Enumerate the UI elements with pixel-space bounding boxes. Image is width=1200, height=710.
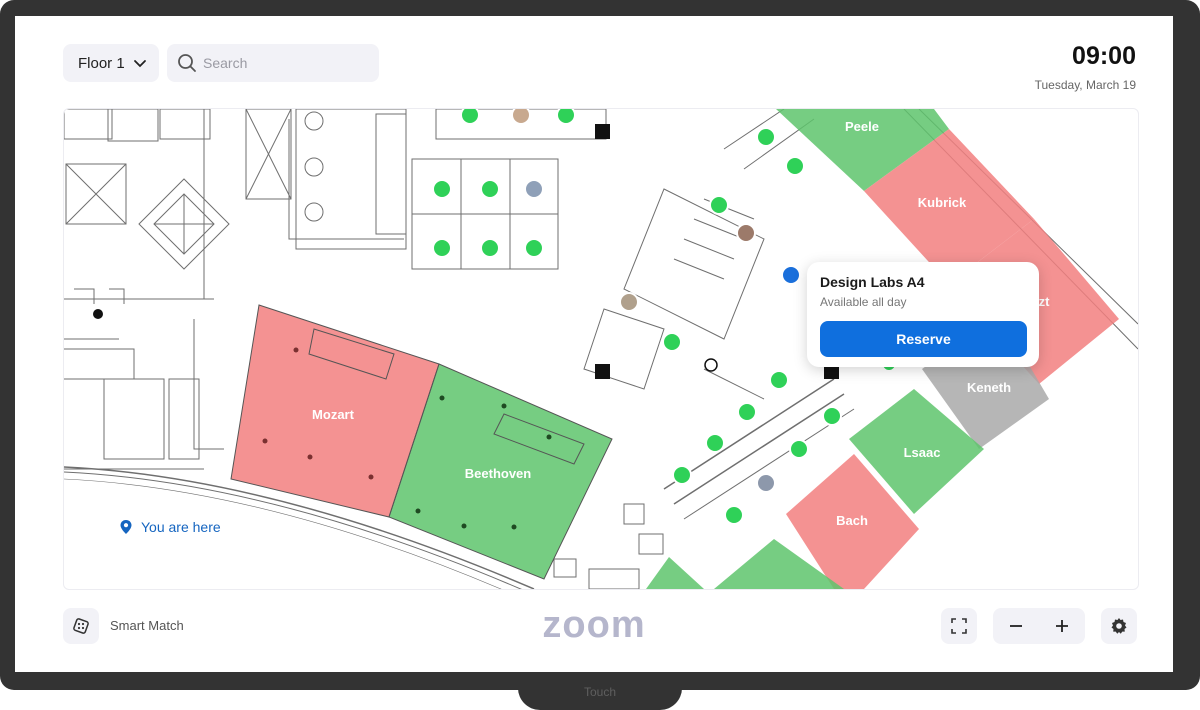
room-label-keneth: Keneth xyxy=(967,380,1011,395)
occupied-desks[interactable] xyxy=(511,109,776,493)
room-label-beethoven: Beethoven xyxy=(465,466,532,481)
settings-button[interactable] xyxy=(1101,608,1137,644)
location-marker-icon xyxy=(704,358,718,372)
table-markers xyxy=(262,347,374,480)
smart-match-button[interactable] xyxy=(63,608,99,644)
room-label-peele: Peele xyxy=(845,119,879,134)
clock-time: 09:00 xyxy=(1072,42,1136,70)
zoom-logo: zoom xyxy=(542,604,646,646)
smart-match-label: Smart Match xyxy=(110,618,184,633)
floor-label: Floor 1 xyxy=(78,54,125,72)
zoom-out-button[interactable] xyxy=(993,608,1039,644)
room-area-small-green[interactable] xyxy=(646,557,704,589)
location-pin-icon xyxy=(120,520,132,534)
dice-icon xyxy=(73,618,89,634)
table-markers-green xyxy=(415,395,552,530)
room-area-bach[interactable] xyxy=(786,454,919,589)
floor-map[interactable]: Peele Kubrick zt Keneth Lsaac Bach Mozar… xyxy=(63,108,1139,590)
column-markers xyxy=(595,124,839,379)
exit-marker-icon xyxy=(93,309,103,319)
search-input[interactable] xyxy=(203,44,373,82)
popup-subtitle: Available all day xyxy=(820,295,907,309)
room-area-lsaac[interactable] xyxy=(849,389,984,514)
selected-desk[interactable] xyxy=(781,265,801,285)
reserve-button[interactable]: Reserve xyxy=(820,321,1027,357)
gear-icon xyxy=(1111,618,1127,634)
floor-dropdown[interactable]: Floor 1 xyxy=(63,44,159,82)
minus-icon xyxy=(1010,625,1022,627)
screen: Floor 1 09:00 Tuesday, March 19 xyxy=(15,16,1173,672)
room-label-lsaac: Lsaac xyxy=(904,445,941,460)
available-desks[interactable] xyxy=(432,109,897,525)
desk-popup: Design Labs A4 Available all day Reserve xyxy=(807,262,1039,367)
room-label-mozart: Mozart xyxy=(312,407,355,422)
you-are-here-label: You are here xyxy=(141,519,221,535)
display-stand: Touch xyxy=(518,672,682,710)
room-area-mozart[interactable] xyxy=(231,305,439,517)
search-icon xyxy=(178,54,196,72)
room-label-zt: zt xyxy=(1039,294,1051,309)
plus-icon xyxy=(1056,620,1068,632)
clock-date: Tuesday, March 19 xyxy=(1034,78,1136,92)
room-label-kubrick: Kubrick xyxy=(918,195,967,210)
room-area-peele[interactable] xyxy=(776,109,949,191)
search-box[interactable] xyxy=(167,44,379,82)
walls xyxy=(64,109,1138,589)
fullscreen-icon xyxy=(951,618,967,634)
chevron-down-icon xyxy=(134,60,146,68)
room-outlines xyxy=(230,304,613,580)
zoom-controls xyxy=(993,608,1085,644)
room-area-lower-green[interactable] xyxy=(714,539,844,589)
room-label-bach: Bach xyxy=(836,513,868,528)
zoom-in-button[interactable] xyxy=(1039,608,1085,644)
popup-title: Design Labs A4 xyxy=(820,274,925,290)
you-are-here-marker: You are here xyxy=(119,519,221,535)
room-area-kubrick[interactable] xyxy=(864,129,1034,284)
fullscreen-button[interactable] xyxy=(941,608,977,644)
room-area-beethoven[interactable] xyxy=(389,364,612,579)
device-label: Touch xyxy=(583,685,617,699)
